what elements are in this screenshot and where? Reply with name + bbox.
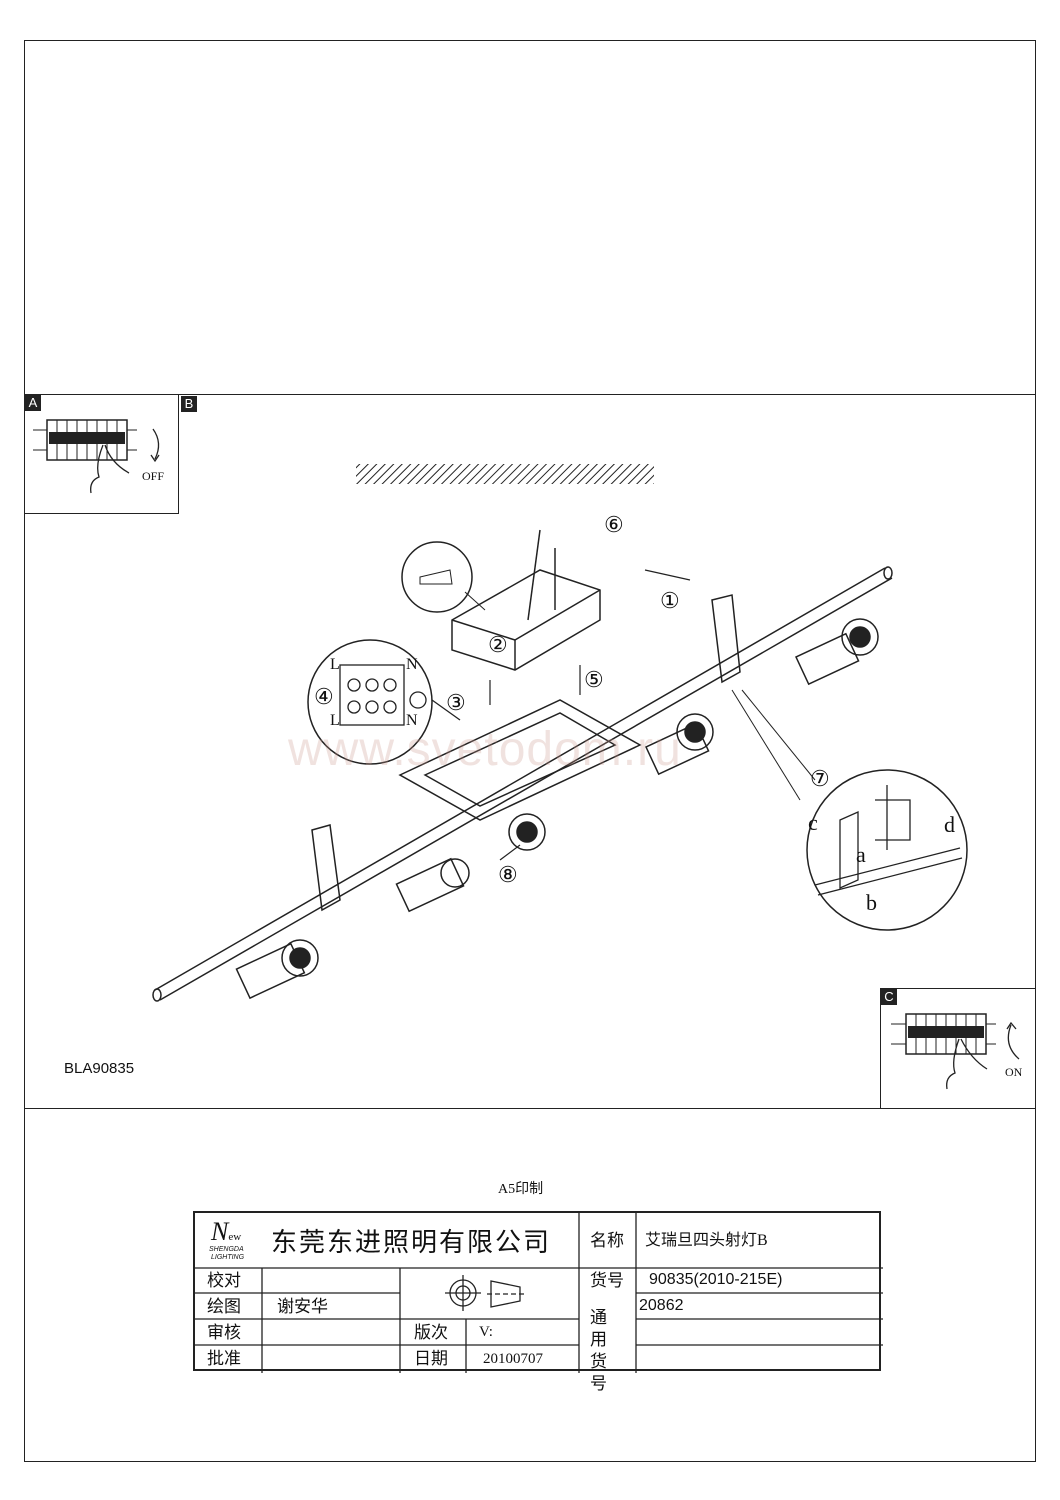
step-2-label: ② (488, 632, 508, 657)
logo-mark: New (211, 1217, 242, 1246)
dowel-detail (401, 541, 473, 613)
date-label: 日期 (414, 1349, 448, 1368)
drawing-label: 绘图 (207, 1297, 241, 1316)
common-item-label: 通用货号 (590, 1308, 607, 1393)
detail-a-label: a (856, 842, 866, 867)
terminal-block-detail (307, 639, 433, 765)
rail (152, 566, 893, 1002)
spotlights (235, 618, 879, 1000)
panel-a-switch-off: A OFF (24, 394, 179, 514)
model-code: BLA90835 (64, 1060, 135, 1077)
on-label: ON (1005, 1065, 1023, 1079)
spotlight-1 (235, 939, 319, 1000)
title-block: New SHENGDA LIGHTING 东莞东进照明有限公司 名称 艾瑞旦四头… (193, 1211, 883, 1393)
item-no-label: 货号 (590, 1271, 624, 1290)
detail-d-label: d (944, 812, 955, 837)
version-label: 版次 (414, 1323, 448, 1342)
breaker-on-illustration (891, 1013, 1020, 1090)
step-6-label: ⑥ (604, 512, 624, 537)
detail-c-label: c (808, 810, 818, 835)
projection-symbol (445, 1275, 525, 1311)
step-7-label: ⑦ (810, 766, 830, 791)
clip-detail (806, 769, 968, 931)
approve-label: 批准 (207, 1349, 241, 1368)
spotlight-5 (795, 618, 879, 686)
terminal-n-top: N (406, 656, 418, 673)
logo-line2: LIGHTING (211, 1254, 245, 1261)
version-value: V: (479, 1324, 493, 1340)
drawing-value: 谢安华 (277, 1297, 328, 1316)
divider-bottom (24, 1108, 1036, 1109)
off-label: OFF (142, 469, 165, 483)
spotlight-4 (645, 713, 714, 776)
step-4-label: ④ (314, 684, 334, 709)
step-1-label: ① (660, 588, 680, 613)
name-label: 名称 (590, 1231, 624, 1250)
logo-line1: SHENGDA (209, 1246, 244, 1253)
junction-box (451, 529, 601, 671)
divider-top (24, 394, 1036, 395)
terminal-l-top: L (330, 656, 340, 673)
review-label: 审核 (207, 1323, 241, 1342)
company-logo: New SHENGDA LIGHTING (205, 1217, 265, 1263)
terminal-l-bottom: L (330, 712, 340, 729)
panel-b-tag: B (181, 396, 197, 412)
detail-b-label: b (866, 890, 877, 915)
step-5-label: ⑤ (584, 667, 604, 692)
watermark: www.svetodom.ru (288, 723, 682, 776)
title-block-grid (195, 1213, 883, 1373)
rail-clips (311, 594, 741, 912)
date-value: 20100707 (483, 1351, 543, 1367)
proofread-label: 校对 (207, 1271, 241, 1290)
step-3-label: ③ (446, 690, 466, 715)
name-value: 艾瑞旦四头射灯B (645, 1232, 768, 1249)
panel-c-switch-on: C ON (880, 988, 1036, 1109)
ceiling-hatch (356, 464, 654, 484)
spotlight-3 (508, 813, 546, 851)
terminal-n-bottom: N (406, 712, 418, 729)
common-item-value: 20862 (639, 1297, 684, 1314)
item-no-value: 90835(2010-215E) (649, 1271, 783, 1288)
company-name: 东莞东进照明有限公司 (271, 1227, 552, 1257)
step-8-label: ⑧ (498, 862, 518, 887)
print-note: A5印制 (498, 1182, 544, 1197)
panel-c-tag: C (881, 989, 897, 1005)
mounting-plate (398, 699, 642, 821)
panel-a-tag: A (25, 395, 41, 411)
assembly-diagram (152, 464, 968, 1002)
drawing-frame (24, 40, 1036, 1462)
spotlight-2 (395, 857, 470, 913)
breaker-off-illustration (33, 419, 160, 494)
